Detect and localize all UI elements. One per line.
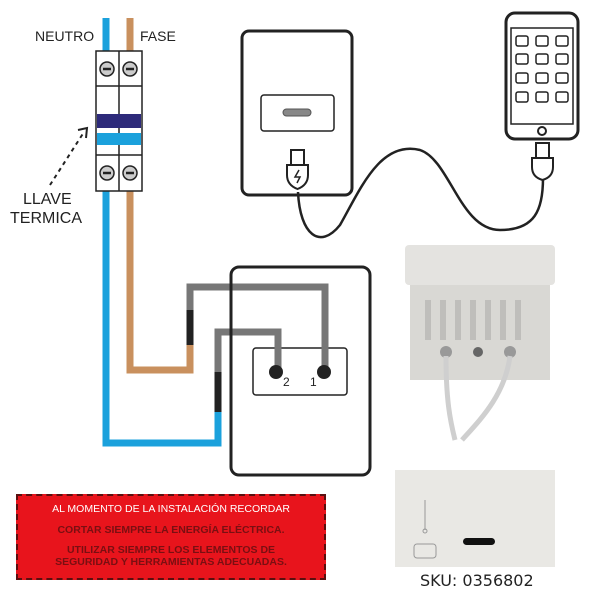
neutral-label: NEUTRO — [35, 28, 95, 44]
warning-line-3: UTILIZAR SIEMPRE LOS ELEMENTOS DE — [66, 544, 276, 556]
usb-plug-phone — [531, 142, 554, 182]
product-photo-front — [395, 470, 555, 567]
warning-line-2: CORTAR SIEMPRE LA ENERGÍA ELÉCTRICA. — [57, 524, 285, 536]
breaker-arrow — [49, 126, 89, 186]
warning-line-1: AL MOMENTO DE LA INSTALACIÓN RECORDAR — [52, 503, 290, 515]
phase-wire — [126, 18, 194, 374]
breaker-label-line2: TERMICA — [10, 210, 82, 227]
safety-warning-box: AL MOMENTO DE LA INSTALACIÓN RECORDAR CO… — [16, 494, 326, 580]
switch-wires-inner — [274, 340, 329, 368]
terminal-1 — [317, 365, 331, 379]
outlet-box — [229, 265, 372, 477]
terminal-2-label: 2 — [283, 375, 290, 389]
terminal-2 — [269, 365, 283, 379]
usb-cable — [296, 147, 545, 239]
terminal-1-label: 1 — [310, 375, 317, 389]
smartphone — [504, 11, 580, 141]
usb-plug-charger — [286, 149, 309, 191]
neutral-wire — [102, 18, 222, 447]
product-photo-back — [405, 245, 555, 442]
product-sku: SKU: 0356802 — [420, 571, 534, 590]
breaker-label-line1: LLAVE — [23, 191, 72, 208]
breaker — [95, 50, 143, 192]
warning-line-4: SEGURIDAD Y HERRAMIENTAS ADECUADAS. — [55, 556, 287, 568]
phase-label: FASE — [140, 28, 176, 44]
